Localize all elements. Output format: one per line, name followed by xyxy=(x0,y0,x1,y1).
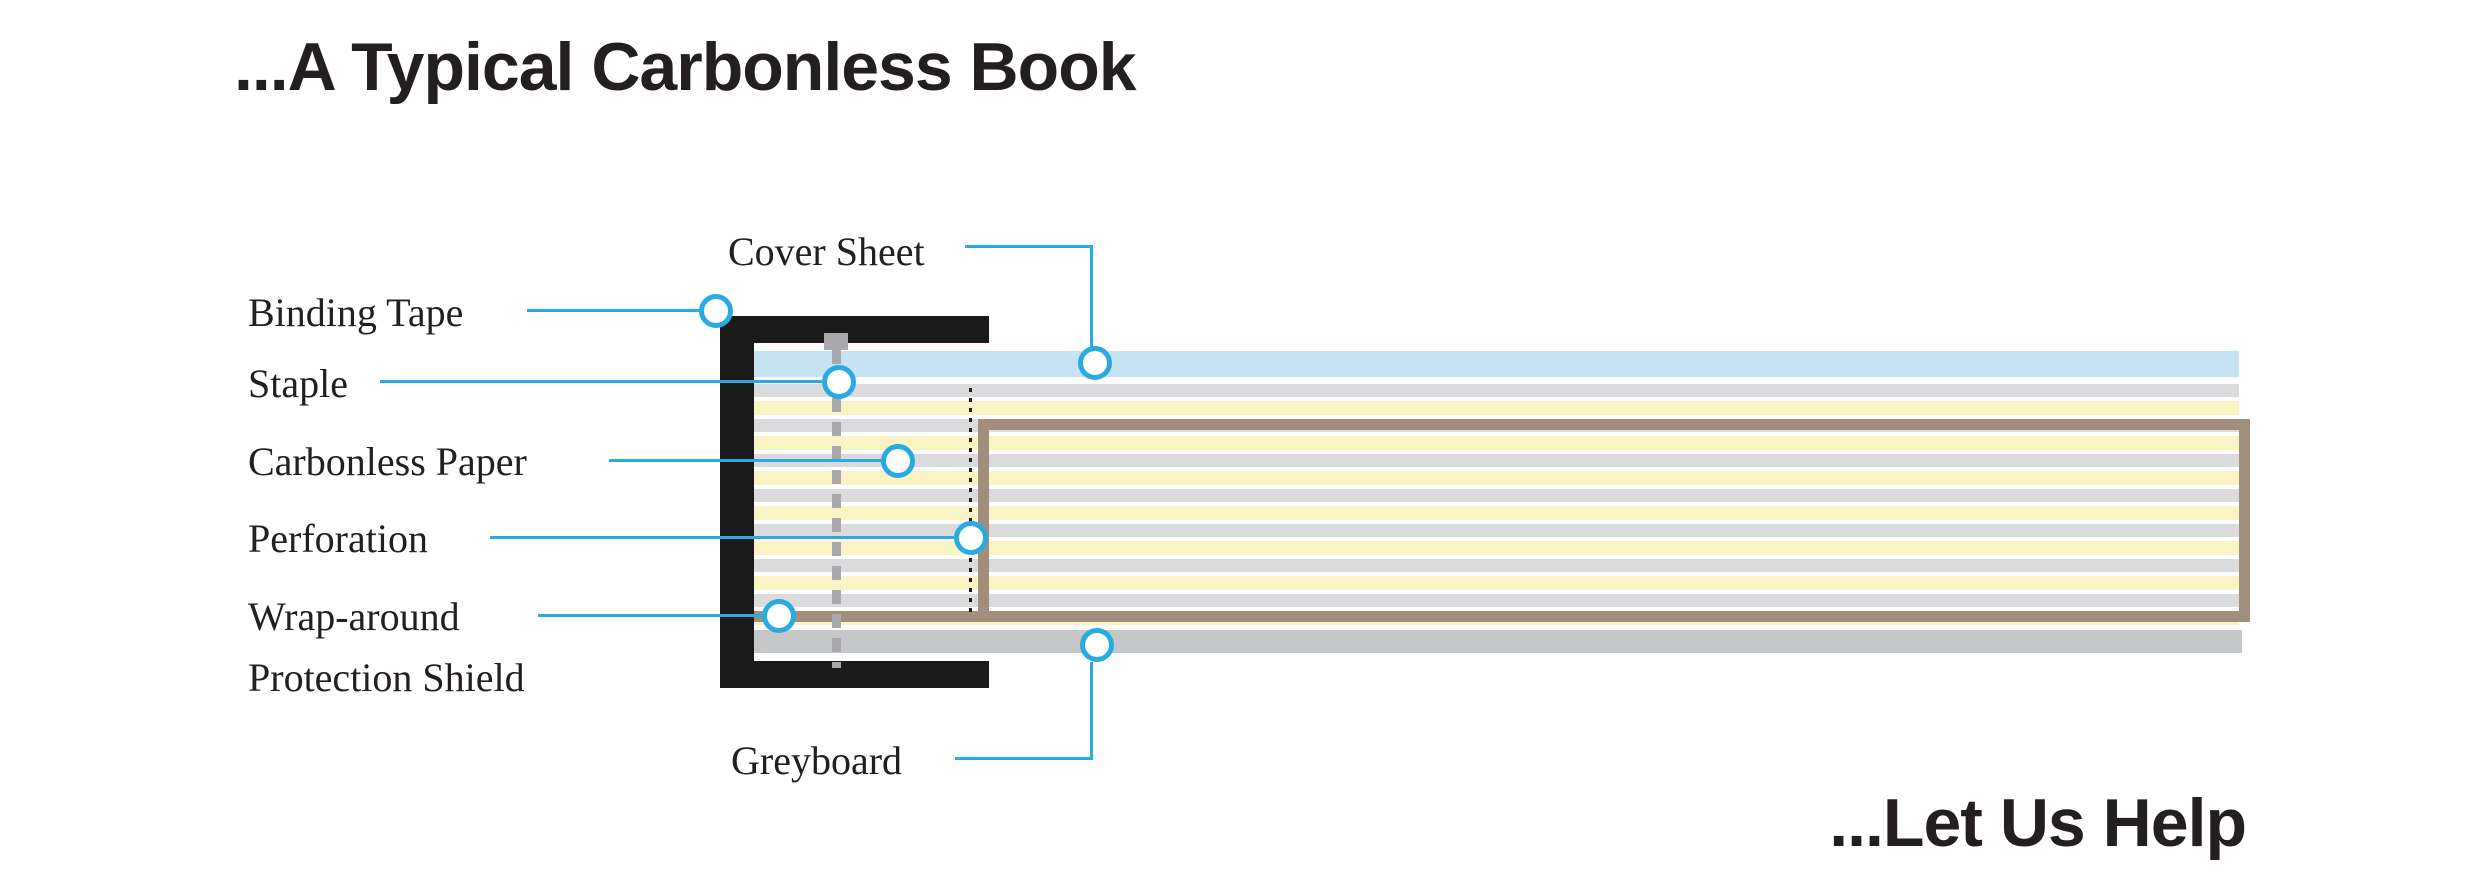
leader-line-wrap-around xyxy=(538,614,762,617)
callout-marker-perforation xyxy=(954,521,988,555)
label-protection-shield: Protection Shield xyxy=(248,655,525,700)
binding-tape-shape xyxy=(720,316,989,688)
leader-line-carbonless-paper xyxy=(609,459,881,462)
callout-marker-cover-sheet xyxy=(1078,346,1112,380)
callout-marker-wrap-around xyxy=(762,599,796,633)
label-greyboard: Greyboard xyxy=(731,738,903,783)
label-staple: Staple xyxy=(248,361,348,406)
label-cover-sheet: Cover Sheet xyxy=(728,229,925,274)
wrap-around-protection-shield xyxy=(978,419,2250,622)
leader-line-cover-sheet xyxy=(965,245,1093,248)
leader-line-greyboard-vertical xyxy=(1090,662,1093,757)
leader-line-cover-sheet-vertical xyxy=(1090,245,1093,349)
wrap-around-protection-shield-bottom xyxy=(754,611,984,622)
label-carbonless-paper: Carbonless Paper xyxy=(248,439,527,484)
footer-tagline: ...Let Us Help xyxy=(1829,785,2247,861)
label-wrap-around: Wrap-around xyxy=(248,594,460,639)
staple-crown xyxy=(824,333,848,350)
perforation-dotted-line xyxy=(969,388,972,617)
callout-marker-staple xyxy=(822,365,856,399)
callout-marker-carbonless-paper xyxy=(881,444,915,478)
callout-marker-binding-tape xyxy=(699,294,733,328)
greyboard-layer xyxy=(754,630,2242,653)
leader-line-binding-tape xyxy=(527,309,701,312)
leader-line-perforation xyxy=(490,536,954,539)
page-title: ...A Typical Carbonless Book xyxy=(234,29,1137,105)
leader-line-greyboard xyxy=(955,757,1093,760)
cover-sheet-layer xyxy=(754,351,2239,377)
staple-leg xyxy=(832,350,841,668)
label-binding-tape: Binding Tape xyxy=(248,290,464,335)
callout-marker-greyboard xyxy=(1080,628,1114,662)
leader-line-staple xyxy=(380,380,822,383)
label-perforation: Perforation xyxy=(248,516,428,561)
